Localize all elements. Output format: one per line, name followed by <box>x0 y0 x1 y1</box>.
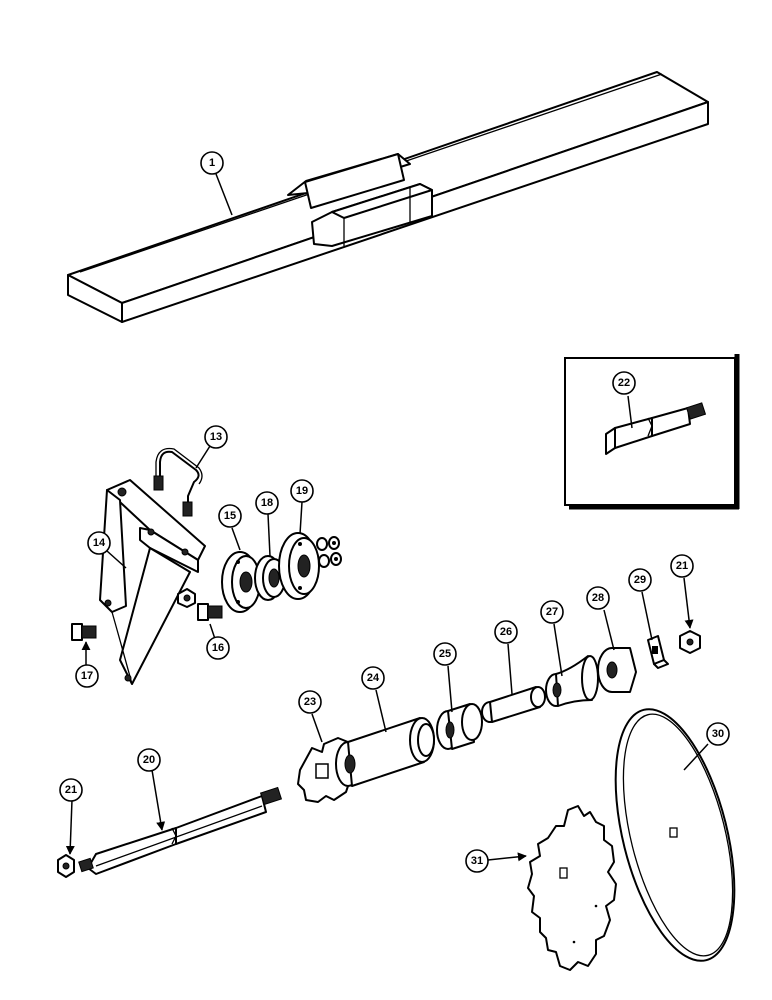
sleeve-25-part <box>436 703 483 750</box>
svg-text:30: 30 <box>712 728 724 740</box>
callout-23: 23 <box>298 690 322 714</box>
spool-24-part <box>335 717 435 787</box>
plain-disc-30-part <box>614 708 736 962</box>
callout-20: 20 <box>137 748 161 772</box>
svg-text:1: 1 <box>209 157 215 169</box>
callout-15: 15 <box>218 504 242 528</box>
callout-21-right: 21 <box>670 554 694 578</box>
callout-26: 26 <box>494 620 518 644</box>
bolt-17-part <box>71 623 97 641</box>
callout-18: 18 <box>255 491 279 515</box>
callout-1: 1 <box>200 151 224 175</box>
bracket-14-part <box>99 479 206 685</box>
flared-spacer-27-part <box>545 655 599 707</box>
callout-27: 27 <box>540 600 564 624</box>
callout-28: 28 <box>586 586 610 610</box>
svg-text:20: 20 <box>143 754 155 766</box>
svg-text:25: 25 <box>439 648 451 660</box>
nut-21-right-part <box>679 630 701 654</box>
flange-19-part <box>278 532 320 600</box>
svg-text:29: 29 <box>634 574 646 586</box>
u-bolt-13-part <box>153 447 203 517</box>
callout-14: 14 <box>87 531 111 555</box>
svg-text:14: 14 <box>93 537 106 549</box>
leader-lines <box>65 173 709 862</box>
svg-text:18: 18 <box>261 497 273 509</box>
lock-washers-part <box>316 536 342 568</box>
svg-text:21: 21 <box>65 784 77 796</box>
callout-16: 16 <box>206 636 230 660</box>
svg-text:22: 22 <box>618 377 630 389</box>
nut-part <box>177 588 196 608</box>
svg-text:19: 19 <box>296 485 308 497</box>
svg-text:16: 16 <box>212 642 224 654</box>
callout-21-left: 21 <box>59 778 83 802</box>
callout-17: 17 <box>75 664 99 688</box>
svg-text:31: 31 <box>471 855 483 867</box>
tube-26-part <box>481 686 546 723</box>
frame-tube-part <box>67 71 709 323</box>
svg-text:17: 17 <box>81 670 93 682</box>
flange-15-part <box>221 551 261 613</box>
axle-shaft-20-part <box>78 786 283 875</box>
callout-19: 19 <box>290 479 314 503</box>
notched-disc-31-part <box>527 805 617 971</box>
svg-text:28: 28 <box>592 592 604 604</box>
svg-text:24: 24 <box>367 672 380 684</box>
svg-text:23: 23 <box>304 696 316 708</box>
svg-text:21: 21 <box>676 560 688 572</box>
svg-text:13: 13 <box>210 431 222 443</box>
svg-text:27: 27 <box>546 606 558 618</box>
callout-25: 25 <box>433 642 457 666</box>
bolt-16-part <box>197 603 223 621</box>
hub-28-part <box>597 647 637 693</box>
callout-30: 30 <box>706 722 730 746</box>
callout-24: 24 <box>361 666 385 690</box>
clip-29-part <box>647 635 669 669</box>
svg-text:15: 15 <box>224 510 236 522</box>
svg-text:26: 26 <box>500 626 512 638</box>
nut-21-left-part <box>57 854 75 878</box>
callout-13: 13 <box>204 425 228 449</box>
bolt-22-part <box>605 402 707 455</box>
callout-29: 29 <box>628 568 652 592</box>
callout-31: 31 <box>465 849 489 873</box>
callout-22: 22 <box>612 371 636 395</box>
bearing-18-part <box>254 555 286 601</box>
